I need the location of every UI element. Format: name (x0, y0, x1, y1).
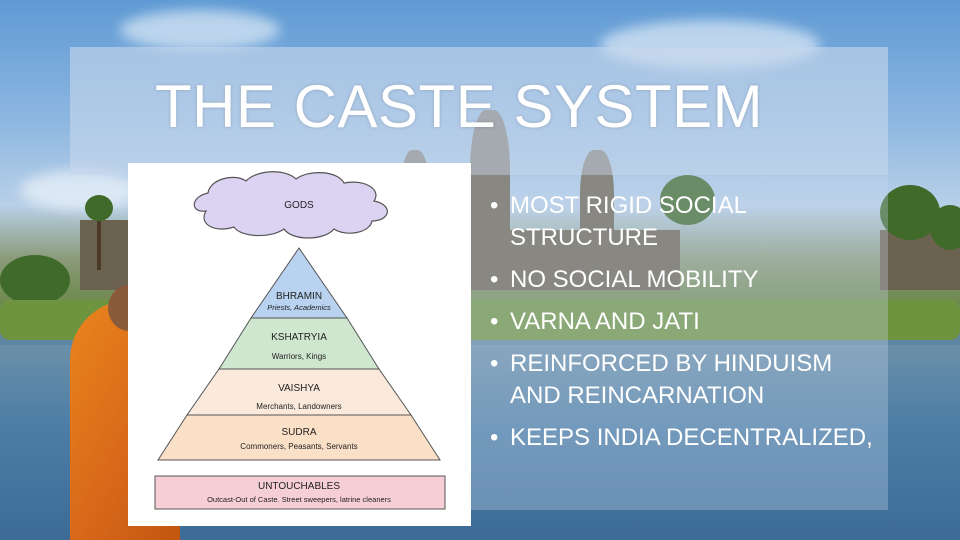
gods-label: GODS (284, 200, 314, 211)
bullet-dot: • (490, 192, 499, 219)
sky-cloud (120, 10, 280, 50)
tree (0, 255, 70, 305)
tier-bhramin-desc: Priests, Academics (267, 303, 331, 312)
bullet-list: • MOST RIGID SOCIAL STRUCTURE • NO SOCIAL … (490, 190, 880, 464)
tree (660, 175, 715, 225)
bullet-item: • VARNA AND JATI (490, 306, 880, 338)
tier-vaishya-desc: Merchants, Landowners (256, 402, 341, 411)
palm-trunk (97, 210, 101, 270)
caste-pyramid-figure: GODS BHRAMIN Priests, Academics KSHATRYI… (128, 163, 471, 526)
bullet-text: KEEPS INDIA DECENTRALIZED, (510, 424, 873, 451)
untouchables-desc: Outcast-Out of Caste. Street sweepers, l… (207, 495, 391, 504)
tier-vaishya-name: VAISHYA (278, 383, 320, 394)
gods-cloud (193, 171, 388, 239)
slide-title: THE CASTE SYSTEM (155, 73, 764, 140)
bullet-dot: • (490, 424, 499, 451)
bullet-text: NO SOCIAL MOBILITY (510, 266, 759, 293)
untouchables-name: UNTOUCHABLES (258, 481, 340, 492)
bullet-text: VARNA AND JATI (510, 308, 700, 335)
bullet-dot: • (490, 308, 499, 335)
caste-pyramid-diagram: GODS BHRAMIN Priests, Academics KSHATRYI… (154, 171, 446, 510)
tier-sudra-desc: Commoners, Peasants, Servants (240, 442, 357, 451)
content-panel (470, 175, 888, 510)
bullet-dot: • (490, 350, 499, 377)
tier-bhramin-name: BHRAMIN (276, 291, 322, 302)
tier-kshatryia-shape (218, 317, 380, 370)
tier-kshatryia-name: KSHATRYIA (271, 332, 327, 343)
tree (930, 205, 960, 250)
bullet-item: • MOST RIGID SOCIAL STRUCTURE (490, 190, 880, 254)
bullet-item: • KEEPS INDIA DECENTRALIZED, (490, 422, 880, 454)
title-panel (70, 47, 888, 175)
untouchables-box (154, 475, 446, 510)
tier-kshatryia-desc: Warriors, Kings (272, 352, 326, 361)
tier-sudra-name: SUDRA (281, 427, 316, 438)
bullet-text: MOST RIGID SOCIAL STRUCTURE (510, 192, 747, 251)
palm-tree (85, 195, 113, 221)
tier-sudra-shape (157, 414, 441, 461)
bullet-item: • NO SOCIAL MOBILITY (490, 264, 880, 296)
bullet-dot: • (490, 266, 499, 293)
bullet-item: • REINFORCED BY HINDUISM AND REINCARNATIO… (490, 348, 880, 412)
bullet-text: REINFORCED BY HINDUISM AND REINCARNATION (510, 350, 833, 409)
sky-cloud (20, 170, 140, 210)
